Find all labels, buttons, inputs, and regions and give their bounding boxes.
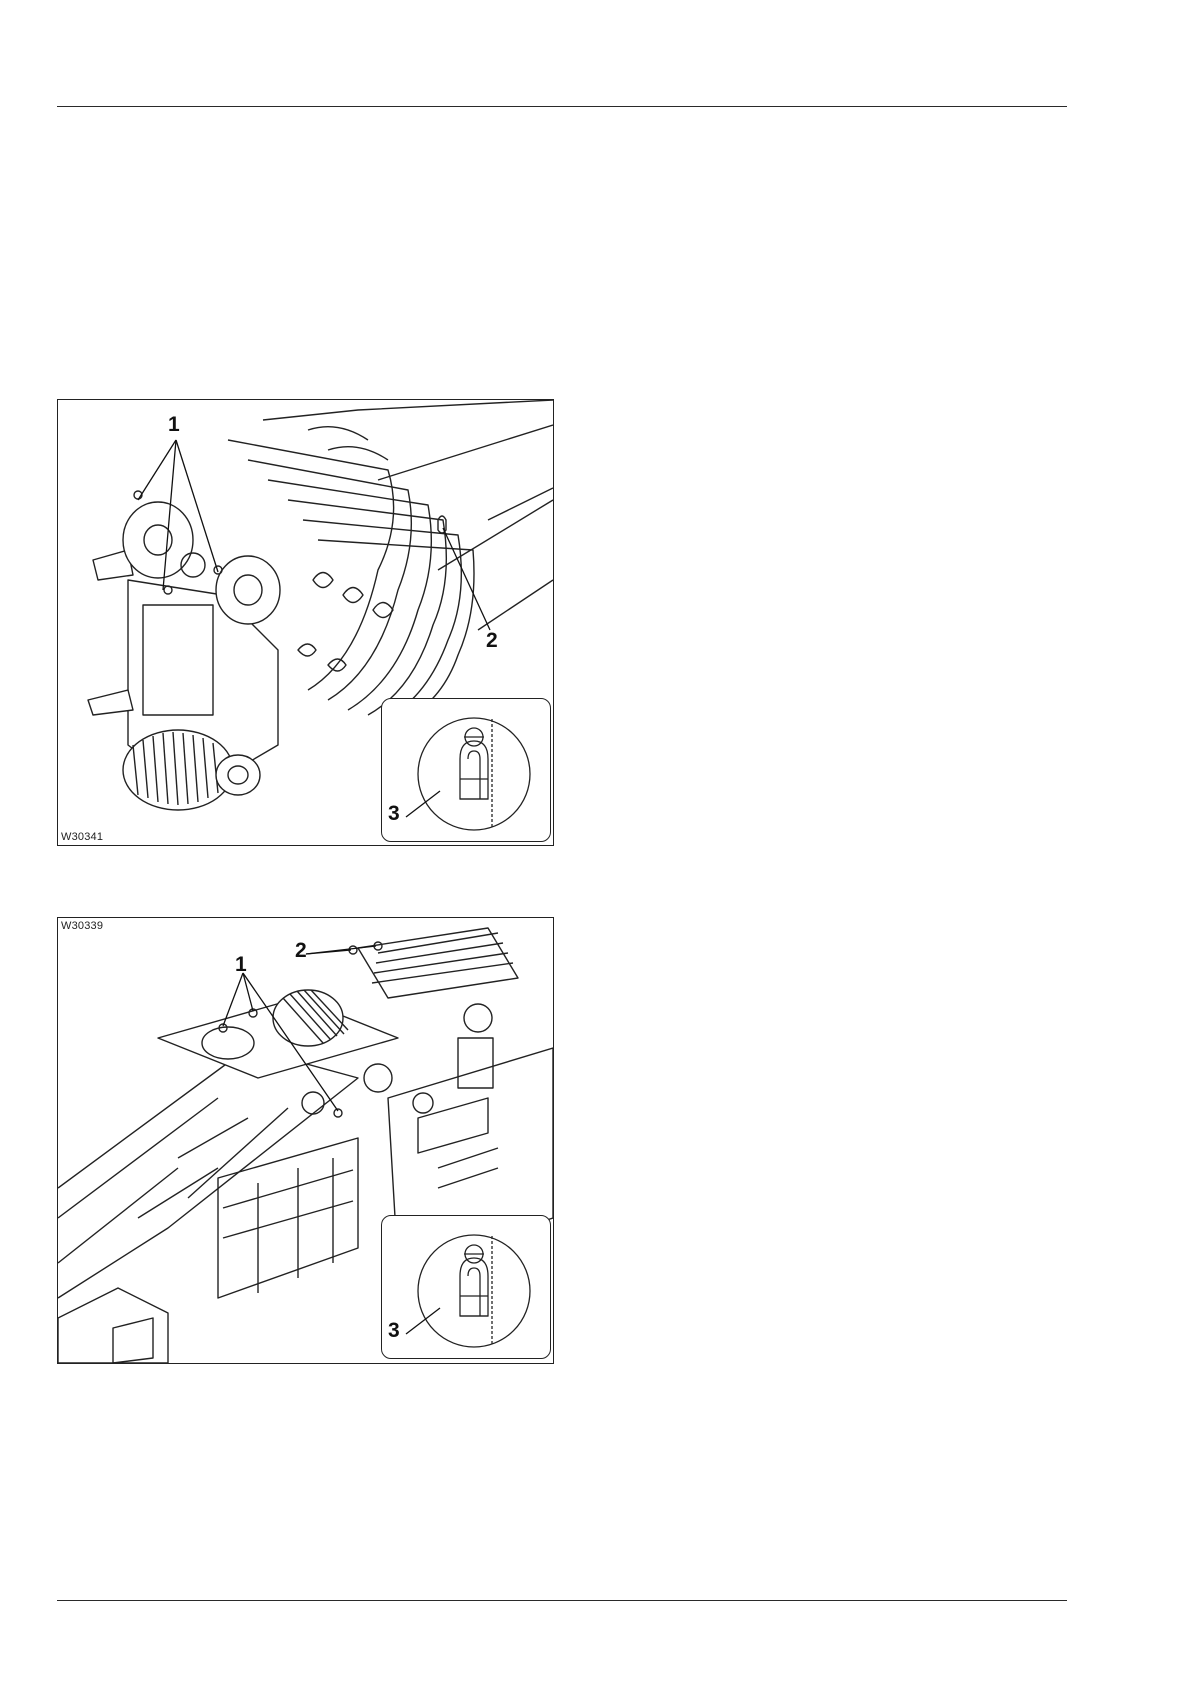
figure-w30339: 1 2 3 W30339 [57, 917, 554, 1364]
header-rule [57, 106, 1067, 107]
harness-inset: 3 [381, 698, 551, 842]
callout-3: 3 [388, 803, 400, 824]
figure-code: W30341 [61, 831, 103, 843]
harness-attachment-icon [382, 699, 550, 841]
figure-w30341: 1 2 3 W30341 [57, 399, 554, 846]
harness-attachment-icon [382, 1216, 550, 1358]
callout-1: 1 [168, 414, 180, 435]
callout-1: 1 [235, 954, 247, 975]
callout-3: 3 [388, 1320, 400, 1341]
figure-code: W30339 [61, 920, 103, 932]
footer-rule [57, 1600, 1067, 1601]
callout-2: 2 [486, 630, 498, 651]
callout-2: 2 [295, 940, 307, 961]
harness-inset: 3 [381, 1215, 551, 1359]
